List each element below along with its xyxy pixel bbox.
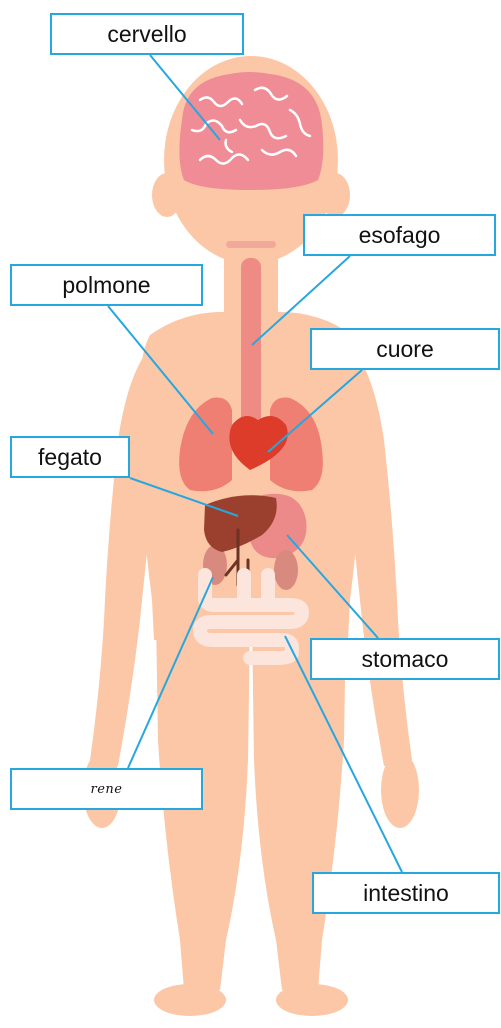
esophagus-organ — [241, 258, 261, 428]
kidney-right — [274, 550, 298, 590]
label-esofago: esofago — [303, 214, 496, 256]
label-intestino: intestino — [312, 872, 500, 914]
label-polmone: polmone — [10, 264, 203, 306]
label-cuore: cuore — [310, 328, 500, 370]
mouth-shape — [226, 241, 276, 248]
brain-organ — [179, 72, 323, 190]
label-cervello: cervello — [50, 13, 244, 55]
label-rene: rene — [10, 768, 203, 810]
label-fegato: fegato — [10, 436, 130, 478]
label-stomaco: stomaco — [310, 638, 500, 680]
